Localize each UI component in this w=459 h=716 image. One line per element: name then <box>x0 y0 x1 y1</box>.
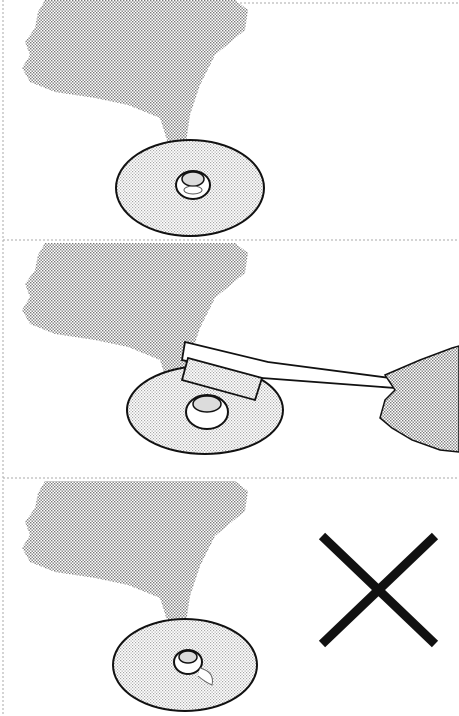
stud-icon <box>176 171 210 199</box>
panel-1 <box>22 0 264 236</box>
panel-2 <box>22 243 459 454</box>
panel-3 <box>22 481 435 711</box>
cross-mark-icon <box>322 536 435 644</box>
stud-icon <box>186 395 228 429</box>
second-hand-icon <box>380 346 459 452</box>
